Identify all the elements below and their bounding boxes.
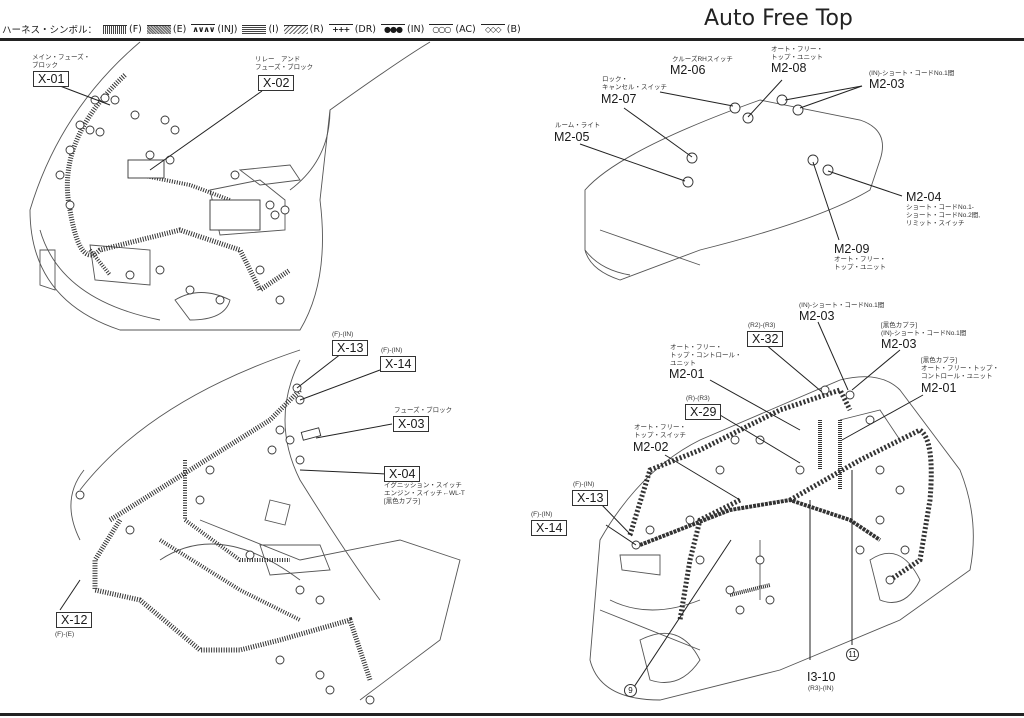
x32-note: (R2)-(R3)	[748, 322, 776, 329]
circle-swatch-icon: ○○○	[429, 23, 454, 35]
dot-swatch-icon: ●●●	[381, 23, 406, 35]
legend-item-f: (F)	[103, 24, 142, 35]
callout-m2-03-roof[interactable]: M2-03	[869, 77, 905, 91]
x04-note: イグニッション・スイッチ エンジン・スイッチ←WL-T [黒色カプラ]	[384, 482, 465, 505]
callout-m2-06[interactable]: M2-06	[670, 63, 706, 77]
callout-x-14-body[interactable]: X-14	[531, 520, 568, 536]
legend-title: ハーネス・シンボル：	[2, 25, 98, 36]
ground-point-9-icon: 9	[624, 684, 637, 697]
callout-m2-08[interactable]: M2-08	[771, 61, 807, 75]
dense-hatch-swatch-icon	[146, 24, 171, 34]
callout-m2-01[interactable]: M2-01	[669, 367, 705, 381]
horizontal-hatch-swatch-icon	[242, 24, 267, 34]
callout-x-12[interactable]: X-12	[56, 612, 93, 628]
m2-01-black-note: [黒色カプラ] オート・フリー・トップ・ コントロール・ユニット	[921, 357, 999, 380]
callout-x-03[interactable]: X-03	[393, 416, 430, 432]
callout-m2-05[interactable]: M2-05	[554, 130, 590, 144]
callout-x-29[interactable]: X-29	[685, 404, 722, 420]
x02-note: リレー アンド フューズ・ブロック	[255, 56, 314, 71]
page-title: Auto Free Top	[704, 6, 853, 31]
legend-item-e: (E)	[146, 24, 186, 35]
callout-x-01[interactable]: X-01	[33, 71, 70, 87]
diagonal-hatch-swatch-icon	[283, 24, 308, 34]
callout-m2-07[interactable]: M2-07	[601, 92, 637, 106]
callout-m2-02[interactable]: M2-02	[633, 440, 669, 454]
harness-bundles	[64, 73, 934, 681]
callout-m2-03-black[interactable]: M2-03	[881, 337, 917, 351]
x14-body-note: (F)-(IN)	[531, 511, 553, 518]
harness-symbol-legend: ハーネス・シンボル： (F) (E) ∧∨∧∨(INJ) (I) (R) +++…	[2, 20, 526, 38]
x13-body-note: (F)-(IN)	[573, 481, 595, 488]
plus-swatch-icon: +++	[328, 23, 353, 35]
footer-divider	[0, 713, 1024, 716]
m2-05-note: ルーム・ライト	[555, 122, 601, 129]
ground-point-11-icon: 11	[846, 648, 859, 661]
callout-x-14-dash[interactable]: X-14	[380, 356, 417, 372]
m2-07-note: ロック・ キャンセル・スイッチ	[602, 76, 667, 91]
m2-08-note: オート・フリー・ トップ・ユニット	[771, 46, 823, 61]
callout-m2-04[interactable]: M2-04	[906, 190, 942, 204]
header-divider	[0, 38, 1024, 41]
m2-06-note: クルーズRHスイッチ	[672, 56, 733, 63]
x13-dash-note: (F)-(IN)	[332, 331, 354, 338]
callout-i3-10[interactable]: I3-10	[807, 670, 836, 684]
x14-dash-note: (F)-(IN)	[381, 347, 403, 354]
fine-hatch-swatch-icon	[103, 24, 128, 34]
legend-item-dr: +++(DR)	[328, 23, 376, 35]
m2-01-note: オート・フリー・ トップ・コントロール・ ユニット	[670, 344, 742, 367]
callout-x-13-dash[interactable]: X-13	[332, 340, 369, 356]
m2-09-note: オート・フリー・ トップ・ユニット	[834, 256, 886, 271]
m2-03-black-note: [黒色カプラ] (IN)-ショート・コードNo.1間	[881, 322, 967, 337]
callout-x-02[interactable]: X-02	[258, 75, 295, 91]
callout-leaders	[59, 79, 924, 691]
x03-note: フューズ・ブロック	[394, 407, 453, 414]
callout-m2-03-body[interactable]: M2-03	[799, 309, 835, 323]
legend-item-i: (I)	[242, 24, 279, 35]
x01-note: メイン・フューズ・ ブロック	[32, 54, 91, 69]
m2-02-note: オート・フリー・ トップ・スイッチ	[634, 424, 686, 439]
m2-03-body-note: (IN)-ショート・コードNo.1間	[799, 302, 885, 309]
i3-10-note: (R3)-(IN)	[808, 685, 834, 692]
callout-x-13-body[interactable]: X-13	[572, 490, 609, 506]
legend-item-ac: ○○○(AC)	[429, 23, 476, 35]
diamond-swatch-icon: ◇◇◇	[480, 23, 505, 35]
legend-item-in: ●●●(IN)	[381, 23, 424, 35]
callout-m2-01-black[interactable]: M2-01	[921, 381, 957, 395]
m2-03-roof-note: (IN)-ショート・コードNo.1間	[869, 70, 955, 77]
callout-x-32[interactable]: X-32	[747, 331, 784, 347]
legend-item-r: (R)	[283, 24, 324, 35]
m2-04-note: ショート・コードNo.1- ショート・コードNo.2間, リミット・スイッチ	[906, 204, 981, 227]
legend-item-inj: ∧∨∧∨(INJ)	[191, 23, 238, 35]
callout-x-04[interactable]: X-04	[384, 466, 421, 482]
connector-glyphs	[55, 93, 910, 705]
vehicle-outlines	[29, 41, 974, 701]
x12-note: (F)-(E)	[55, 631, 75, 638]
zigzag-swatch-icon: ∧∨∧∨	[191, 23, 216, 34]
legend-item-b: ◇◇◇(B)	[480, 23, 521, 35]
x29-note: (R)-(R3)	[686, 395, 710, 402]
callout-m2-09[interactable]: M2-09	[834, 242, 870, 256]
